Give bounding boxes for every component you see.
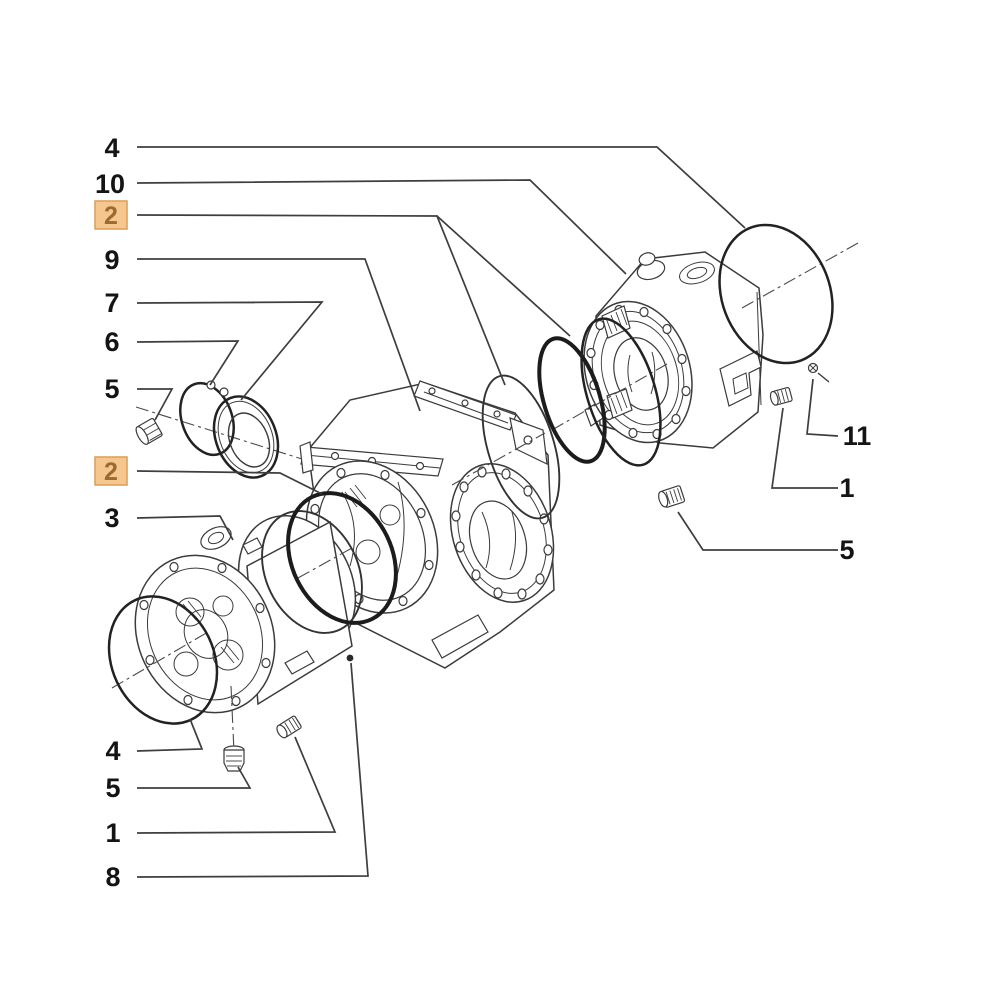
- callout-4-top[interactable]: 4: [104, 133, 119, 163]
- callout-5-bottom[interactable]: 5: [105, 773, 120, 803]
- hex-plug-right: [658, 485, 686, 508]
- leader-1-right: [771, 407, 838, 489]
- leader-4-bottom: [136, 718, 204, 752]
- leader-8: [136, 662, 369, 878]
- leader-10: [136, 179, 627, 275]
- seal-ring-2-front: [286, 491, 398, 625]
- part-8-dot: [346, 654, 354, 662]
- callout-2-top-highlight-box[interactable]: [94, 200, 128, 230]
- seal-ring-2-middle-thin: [481, 374, 561, 520]
- lower-left-housing-drawing: [134, 514, 357, 714]
- hex-plug-left: [135, 417, 163, 445]
- leader-1-bottom: [136, 736, 337, 834]
- hex-plug-bottom: [223, 745, 245, 772]
- leader-5-right: [677, 511, 838, 551]
- callout-2-mid[interactable]: 2: [104, 458, 118, 486]
- callout-2-top[interactable]: 2: [104, 202, 118, 230]
- ring-9-rear: [580, 317, 662, 467]
- plug-centerline: [230, 685, 235, 753]
- leader-2-top-a: [136, 214, 506, 386]
- centerlines: [111, 242, 859, 753]
- leader-2-mid: [136, 470, 323, 495]
- callout-9[interactable]: 9: [104, 245, 119, 275]
- leader-9: [137, 258, 421, 412]
- breather-plug-bottom: [276, 715, 302, 739]
- callout-4-bottom[interactable]: 4: [105, 736, 120, 766]
- callout-1-bottom[interactable]: 1: [105, 818, 120, 848]
- callout-6[interactable]: 6: [104, 327, 119, 357]
- callout-8[interactable]: 8: [105, 862, 120, 892]
- leader-7: [136, 301, 324, 401]
- leader-11: [806, 378, 839, 437]
- small-parts: [135, 362, 830, 772]
- seal-ring-7: [212, 395, 280, 479]
- callout-11[interactable]: 11: [843, 421, 872, 451]
- lower-flange-bolt-holes: [139, 561, 271, 707]
- part-11-clip: [807, 362, 830, 383]
- leader-3: [136, 515, 234, 541]
- leader-6: [136, 340, 240, 386]
- leader-2-top-b: [436, 215, 571, 337]
- side-bracket: [719, 350, 762, 407]
- callout-10[interactable]: 10: [95, 169, 125, 199]
- callout-5-left[interactable]: 5: [104, 374, 119, 404]
- callout-1-right[interactable]: 1: [839, 473, 854, 503]
- seal-set-centerline: [135, 406, 303, 460]
- callout-2-mid-highlight-box[interactable]: [94, 456, 128, 486]
- callout-labels: 4 10 2 9 7 6 5 2 3 4 5 1 8 11 1 5: [94, 133, 872, 892]
- gasket-ring-front: [261, 510, 363, 634]
- leader-lines: [136, 146, 839, 878]
- leader-4-top: [137, 146, 746, 229]
- leader-5-left: [137, 388, 174, 421]
- breather-plug-right: [769, 387, 793, 406]
- leader-5-bottom: [137, 766, 252, 789]
- callout-5-right[interactable]: 5: [839, 535, 854, 565]
- seal-ring-2-middle: [537, 336, 607, 464]
- callout-7[interactable]: 7: [104, 288, 119, 318]
- callout-3[interactable]: 3: [104, 503, 119, 533]
- oring-4-rear: [718, 223, 834, 365]
